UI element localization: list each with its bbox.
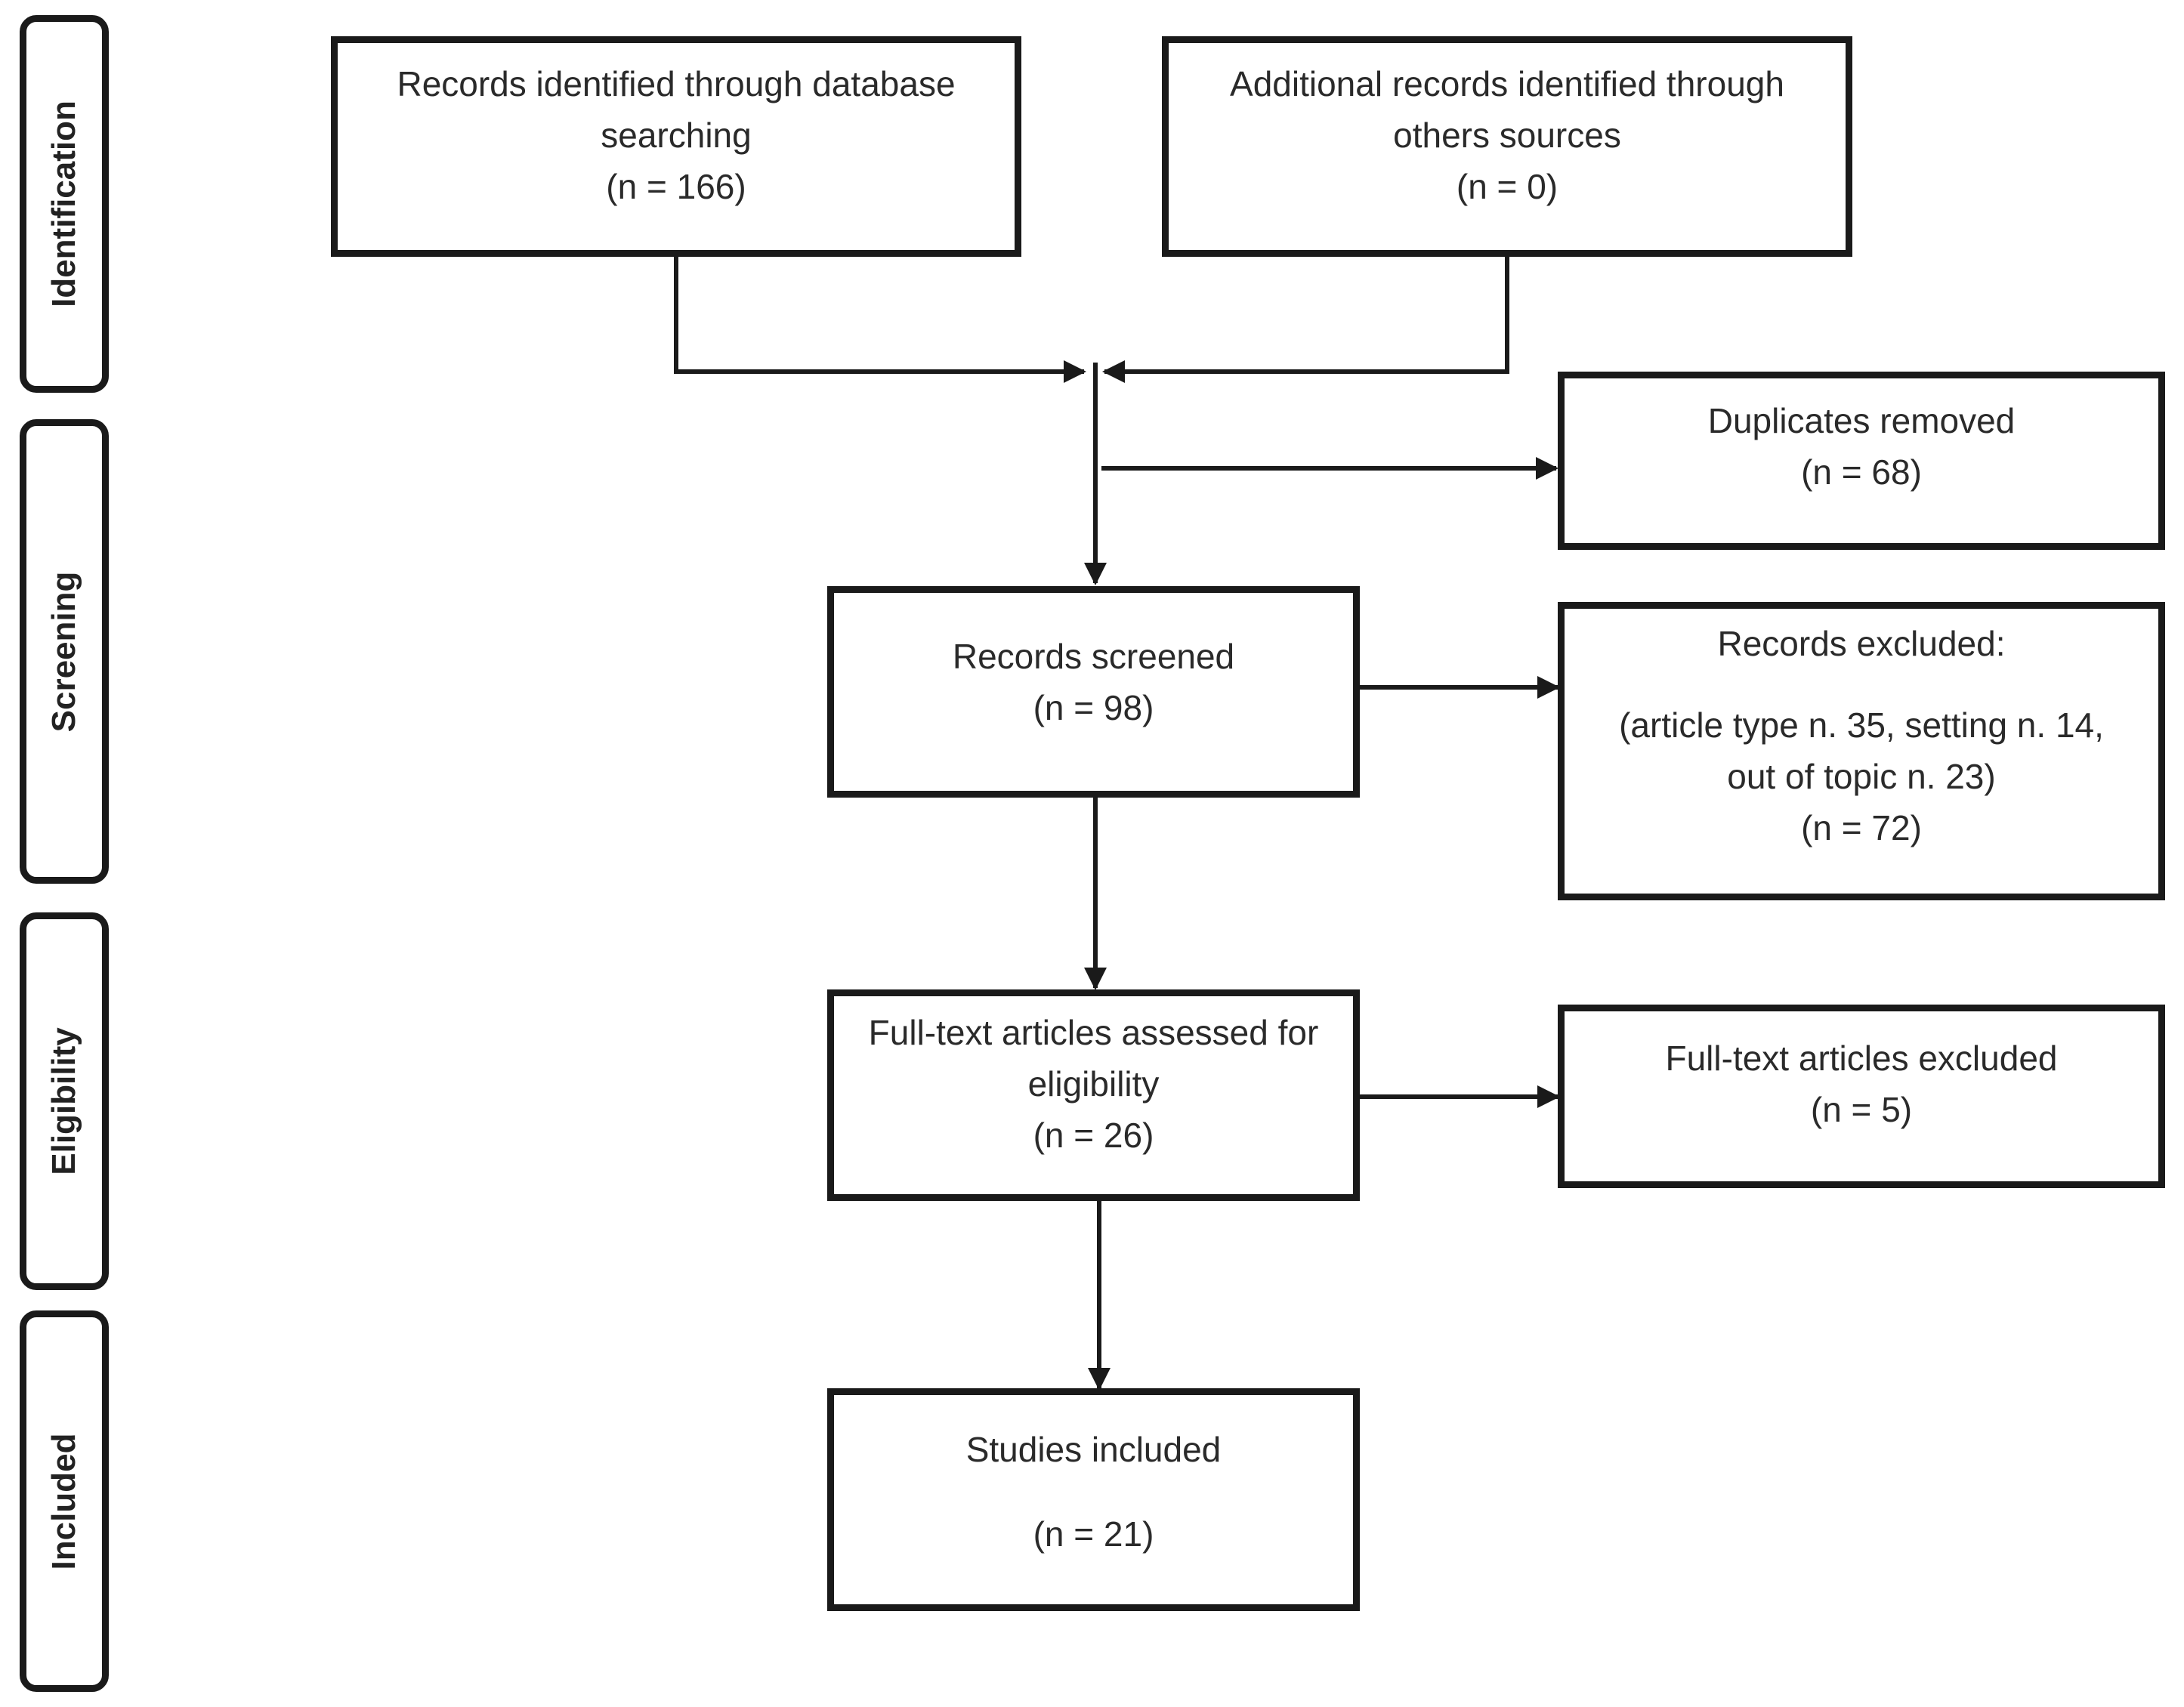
- database-records-count: (n = 166): [606, 167, 746, 206]
- duplicates-removed-count: (n = 68): [1801, 452, 1922, 492]
- records-excluded-box: Records excluded: (article type n. 35, s…: [1558, 602, 2165, 900]
- additional-records-count: (n = 0): [1456, 167, 1558, 206]
- duplicates-removed-box: Duplicates removed (n = 68): [1558, 372, 2165, 550]
- phase-identification: Identification: [20, 15, 109, 393]
- records-excluded-count: (n = 72): [1801, 808, 1922, 847]
- fulltext-assessed-line2: eligibility: [1027, 1064, 1160, 1104]
- studies-included-box: Studies included (n = 21): [827, 1388, 1360, 1611]
- duplicates-removed-label: Duplicates removed: [1707, 401, 2016, 440]
- additional-records-line1: Additional records identified through: [1230, 64, 1784, 103]
- fulltext-excluded-box: Full-text articles excluded (n = 5): [1558, 1005, 2165, 1188]
- fulltext-excluded-count: (n = 5): [1810, 1090, 1913, 1129]
- records-screened-box: Records screened (n = 98): [827, 586, 1360, 798]
- records-excluded-title: Records excluded:: [1717, 624, 2006, 663]
- fulltext-assessed-box: Full-text articles assessed for eligibil…: [827, 989, 1360, 1201]
- database-records-box: Records identified through database sear…: [331, 36, 1021, 257]
- records-screened-count: (n = 98): [1033, 688, 1154, 727]
- phase-included: Included: [20, 1310, 109, 1692]
- phase-eligibility: Eligibility: [20, 912, 109, 1290]
- additional-records-box: Additional records identified through ot…: [1162, 36, 1852, 257]
- database-records-line2: searching: [601, 116, 752, 155]
- phase-screening: Screening: [20, 419, 109, 884]
- fulltext-excluded-label: Full-text articles excluded: [1665, 1039, 2058, 1078]
- additional-records-line2: others sources: [1393, 116, 1621, 155]
- connector-database-merge: [674, 257, 1086, 383]
- connector-additional-merge: [1102, 257, 1509, 383]
- records-excluded-line1: (article type n. 35, setting n. 14,: [1619, 705, 2104, 745]
- fulltext-assessed-count: (n = 26): [1033, 1116, 1154, 1155]
- fulltext-assessed-line1: Full-text articles assessed for: [868, 1013, 1319, 1052]
- studies-included-count: (n = 21): [1033, 1514, 1154, 1554]
- studies-included-label: Studies included: [965, 1430, 1222, 1469]
- records-excluded-line2: out of topic n. 23): [1727, 757, 1996, 796]
- database-records-line1: Records identified through database: [397, 64, 956, 103]
- records-screened-label: Records screened: [952, 637, 1235, 676]
